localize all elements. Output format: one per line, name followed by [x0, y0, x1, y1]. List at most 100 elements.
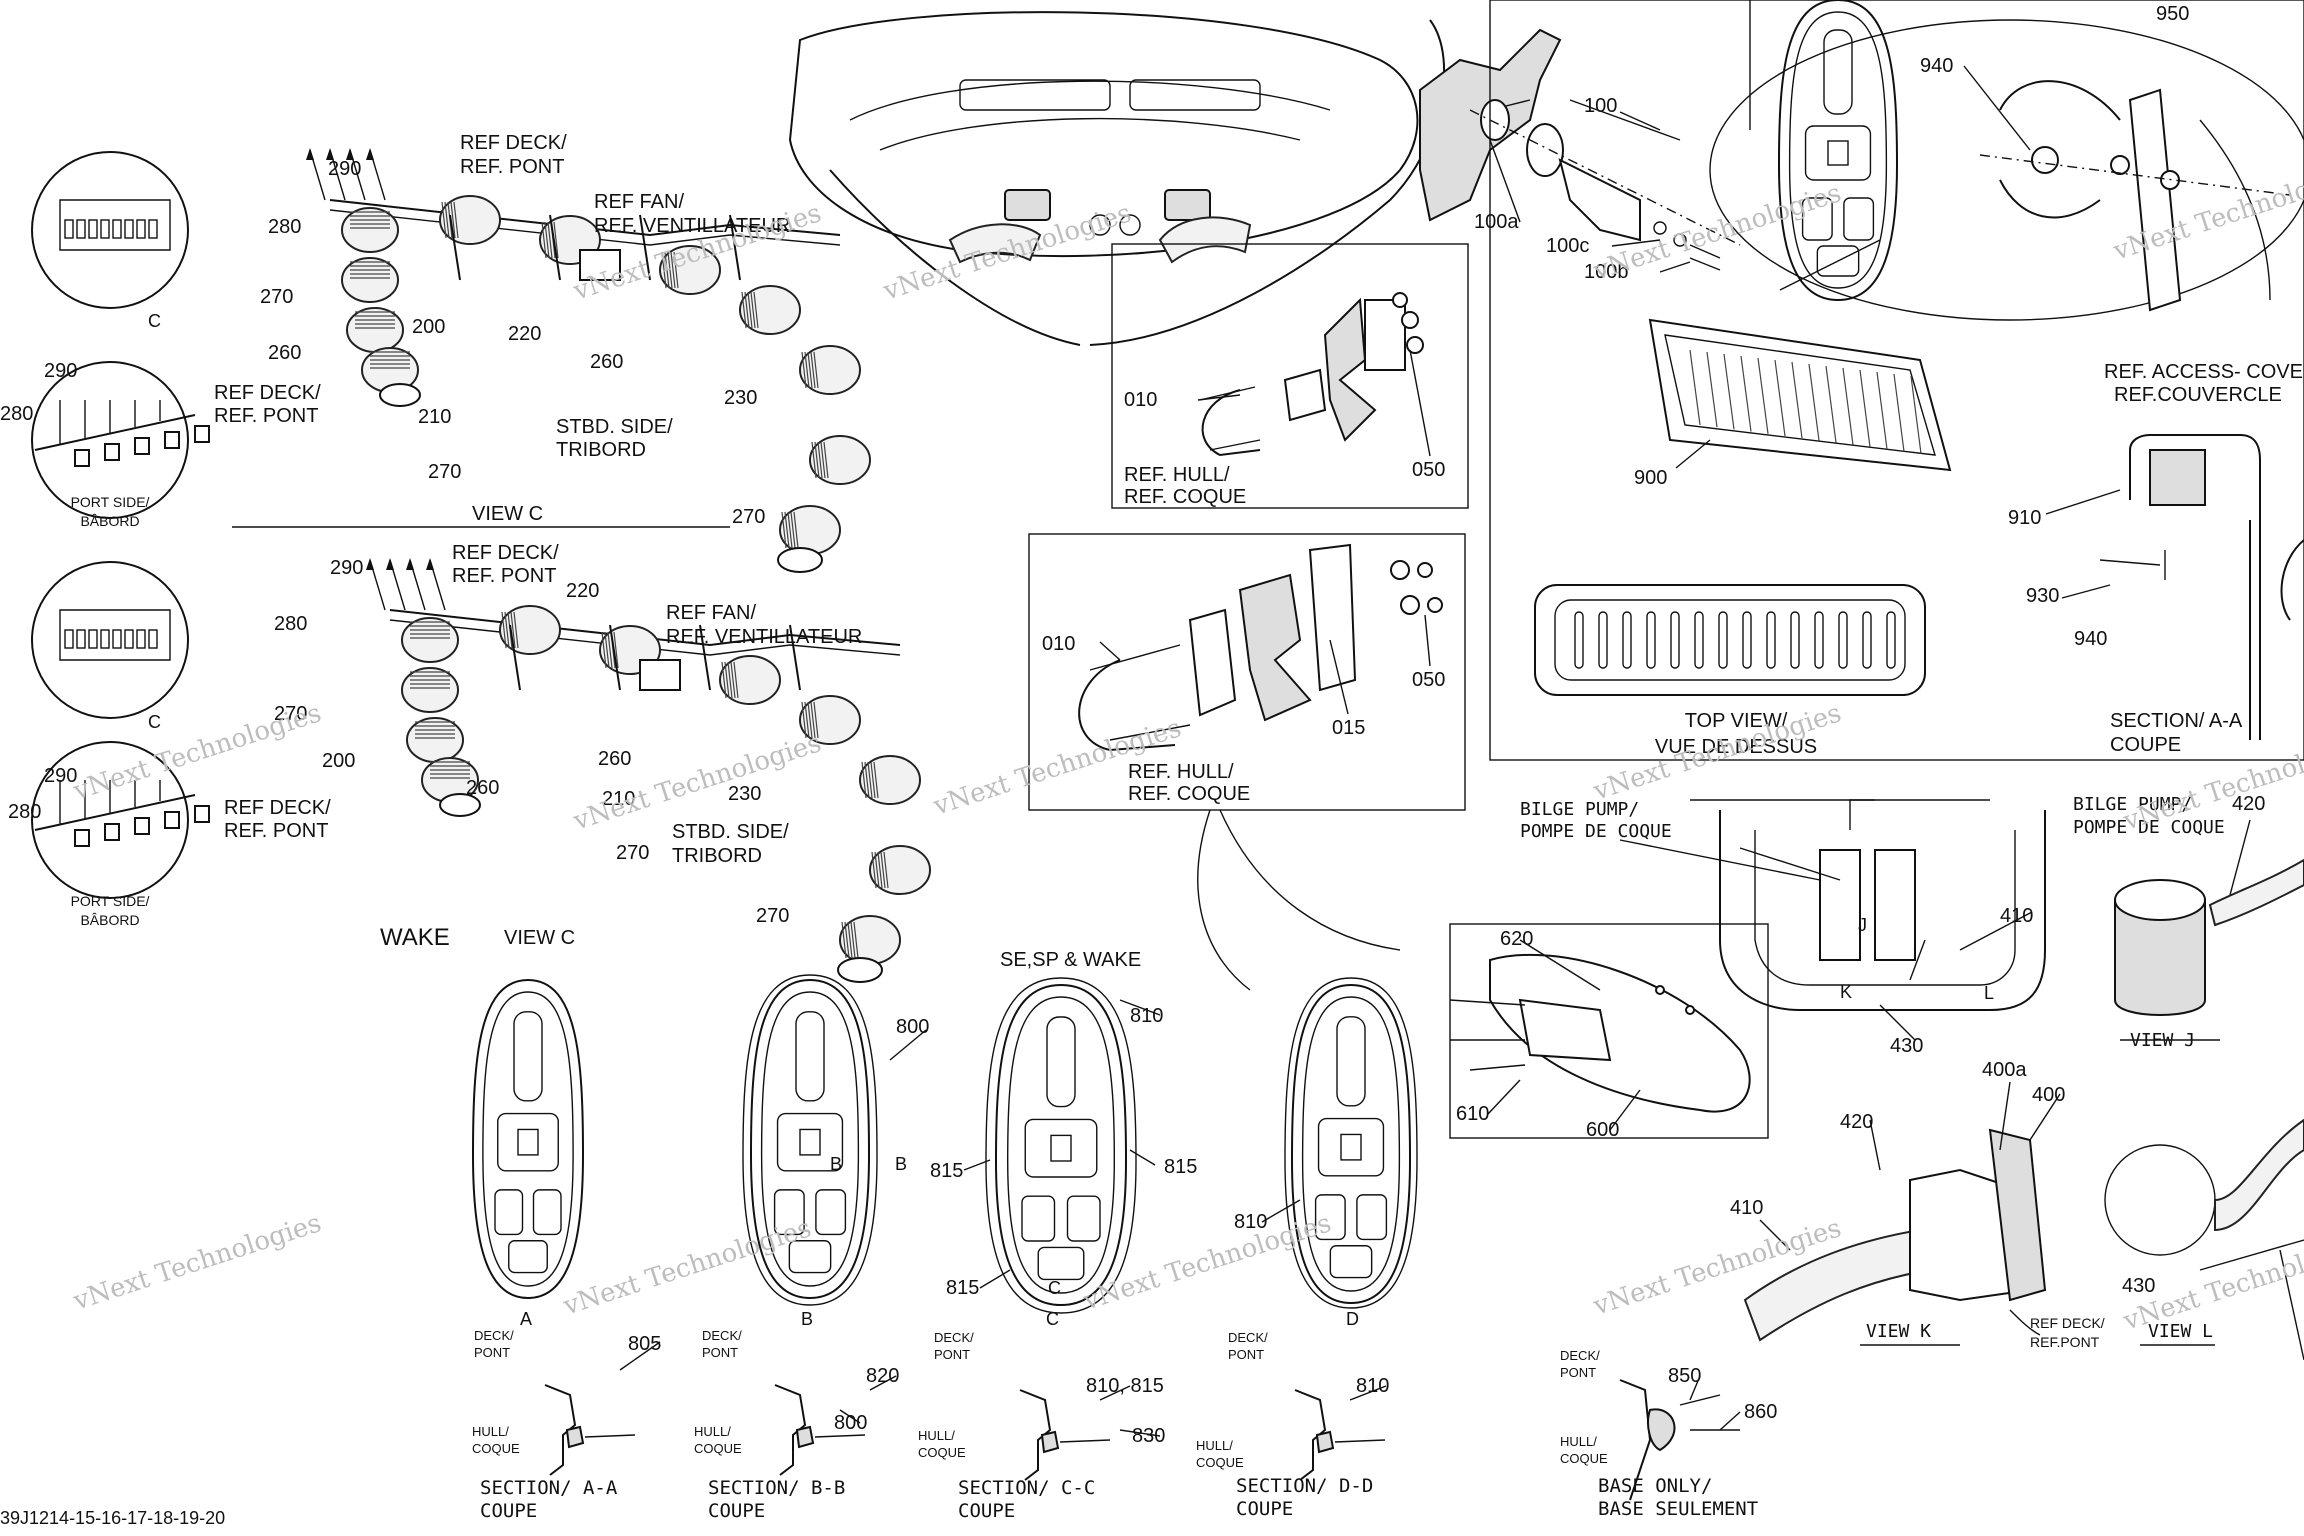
- leader-line: [889, 1029, 927, 1061]
- callout: 930: [2026, 585, 2059, 607]
- leader-line: [1759, 1219, 1791, 1251]
- leader-line: [1689, 1375, 1701, 1401]
- base-only-section: [1619, 1379, 1740, 1501]
- callout: 290: [44, 765, 77, 787]
- callout: 410: [1730, 1197, 1763, 1219]
- watermark-text: vNext Technologies: [1079, 1208, 1335, 1317]
- bilge-pump-area: [1690, 799, 2304, 1361]
- callout: 400a: [1982, 1059, 2027, 1081]
- callout: 270: [260, 286, 293, 308]
- callout: 015: [1332, 717, 1365, 739]
- leader-line: [1959, 911, 2033, 951]
- leader-line: [1489, 139, 1521, 223]
- deck-label: DECK/: [934, 1330, 974, 1345]
- callout: 260: [466, 777, 499, 799]
- callout: 210: [602, 788, 635, 810]
- section-label: COUPE: [2110, 734, 2181, 756]
- hull-label: HULL/: [472, 1424, 509, 1439]
- callout: 410: [2000, 905, 2033, 927]
- ref-deck-small: REF DECK/: [2030, 1315, 2105, 1331]
- vent-hose-assembly-wake: [366, 558, 931, 983]
- callout: 100: [1584, 95, 1617, 117]
- detail-letter: C: [148, 311, 161, 331]
- ref-deck-label: REF DECK/: [224, 797, 331, 819]
- hull-label: COQUE: [694, 1441, 742, 1456]
- leader-line: [963, 1159, 991, 1171]
- hull-top-mini-view: [1777, 0, 1899, 302]
- callout: 420: [2232, 793, 2265, 815]
- ref-deck-label: REF DECK/: [452, 542, 559, 564]
- callout: 280: [274, 613, 307, 635]
- ref-deck-label: REF. PONT: [224, 820, 328, 842]
- section-letter: C: [1046, 1309, 1059, 1329]
- view-letter: K: [1840, 982, 1852, 1002]
- section-d-label: SECTION/ D-D: [1236, 1475, 1373, 1497]
- callout: 280: [0, 403, 33, 425]
- leader-line: [1099, 641, 1121, 661]
- view-j-label: VIEW J: [2130, 1030, 2195, 1051]
- callout: 100c: [1546, 235, 1589, 257]
- view-k-label: VIEW K: [1866, 1321, 1931, 1342]
- leader-line: [1519, 939, 1601, 991]
- callout: 430: [1890, 1035, 1923, 1057]
- deck-label: DECK/: [1228, 1330, 1268, 1345]
- view-letter: J: [1858, 915, 1867, 935]
- port-side-label: PORT SIDE/: [71, 893, 150, 909]
- leader-line: [1129, 1149, 1156, 1166]
- section-c-label: SECTION/ C-C: [958, 1477, 1095, 1499]
- callout: 830: [1132, 1425, 1165, 1447]
- callout: 200: [322, 750, 355, 772]
- callout: 290: [44, 360, 77, 382]
- hull-label: HULL/: [1196, 1438, 1233, 1453]
- leader-line: [1879, 1004, 1916, 1041]
- ref-deck-label: REF. PONT: [460, 156, 564, 178]
- callout: 230: [728, 783, 761, 805]
- callout: 805: [628, 1333, 661, 1355]
- section-letter: C: [1048, 1278, 1061, 1298]
- hull-view-a: [471, 978, 585, 1300]
- leader-line: [839, 1409, 861, 1424]
- hull-label: COQUE: [1196, 1455, 1244, 1470]
- callout: 280: [268, 216, 301, 238]
- callout: 940: [1920, 55, 1953, 77]
- wake-label: WAKE: [380, 924, 450, 951]
- section-aa-cover: [2099, 434, 2304, 740]
- callout: 800: [834, 1412, 867, 1434]
- callout: 420: [1840, 1111, 1873, 1133]
- top-view-label: VUE DE DESSUS: [1655, 736, 1817, 758]
- ref-fan-label: REF. VENTILLATEUR: [666, 626, 862, 648]
- section-profile: [774, 1384, 866, 1476]
- watermark-text: vNext Technologies: [559, 1213, 815, 1322]
- callout: 270: [428, 461, 461, 483]
- section-label: SECTION/ A-A: [2110, 710, 2243, 732]
- callout: 820: [866, 1365, 899, 1387]
- section-profile: [544, 1384, 636, 1476]
- section-d-label: COUPE: [1236, 1498, 1293, 1520]
- view-c-label: VIEW C: [472, 503, 543, 525]
- hull-section-views: [471, 974, 1418, 1481]
- leader-line: [1197, 394, 1241, 401]
- leader-lines: [619, 65, 2251, 1437]
- hull-label: COQUE: [1560, 1451, 1608, 1466]
- callout: 860: [1744, 1401, 1777, 1423]
- section-b-label: COUPE: [708, 1500, 765, 1522]
- ref-deck-label: REF. PONT: [214, 405, 318, 427]
- callout: 260: [598, 748, 631, 770]
- ref-deck-small: REF.PONT: [2030, 1334, 2100, 1350]
- ref-hull-label: REF. COQUE: [1128, 783, 1250, 805]
- leader-line: [1099, 1385, 1131, 1401]
- hull-label: COQUE: [472, 1441, 520, 1456]
- callout: 940: [2074, 628, 2107, 650]
- leader-line: [1119, 1429, 1161, 1437]
- leader-line: [1349, 1385, 1387, 1401]
- ref-hull-label: REF. HULL/: [1128, 761, 1234, 783]
- deck-label: DECK/: [1560, 1348, 1600, 1363]
- ref-access-label: REF. ACCESS- COVER/: [2104, 361, 2304, 383]
- callout: 620: [1500, 928, 1533, 950]
- hull-label: COQUE: [918, 1445, 966, 1460]
- leader-line: [869, 1375, 897, 1391]
- section-profile: [1294, 1389, 1386, 1481]
- callout: 050: [1412, 459, 1445, 481]
- bilge-label: POMPE DE COQUE: [1520, 821, 1672, 842]
